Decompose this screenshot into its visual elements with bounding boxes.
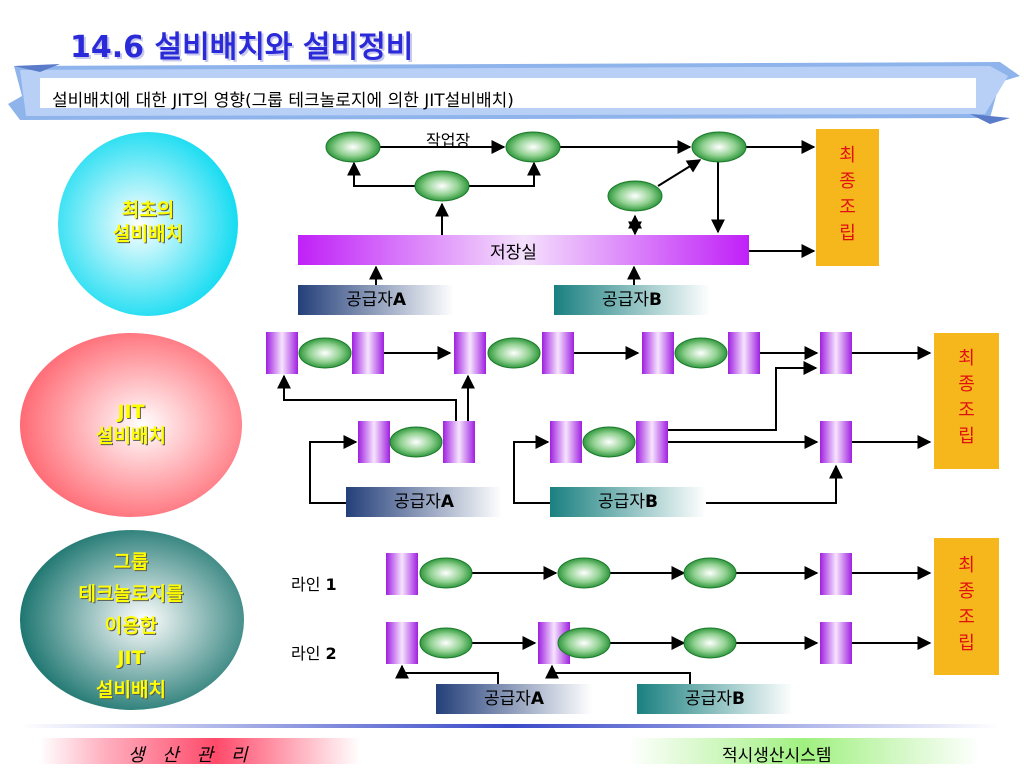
row1-oval-4 <box>414 170 470 202</box>
supplier-b-box-3 <box>637 684 793 714</box>
row1-oval-2 <box>505 131 561 163</box>
row2-oval-4 <box>389 426 443 458</box>
footer-divider <box>20 724 1000 728</box>
footer-left-text: 생 산 관 리 <box>128 745 254 766</box>
line-1-number: 1 <box>325 575 337 594</box>
supplier-a-prefix: 공급자 <box>345 290 393 310</box>
final-assembly-label-1: 최 종 조 립 <box>816 143 879 247</box>
final-assembly-char: 조 <box>958 400 975 421</box>
supplier-a-prefix: 공급자 <box>483 689 531 709</box>
row2-oval-1 <box>298 337 352 369</box>
supplier-b-prefix: 공급자 <box>685 689 732 709</box>
circle-label-line: 설비배치 <box>96 679 166 701</box>
workshop-label: 작업장 <box>426 131 471 150</box>
page-subtitle: 설비배치에 대한 JIT의 영향(그룹 테크놀로지에 의한 JIT설비배치) <box>52 91 514 111</box>
line-2-label: 라인 2 <box>291 640 337 664</box>
footer-right-band <box>628 738 980 764</box>
row2-machines <box>266 332 852 463</box>
row1-oval-3 <box>691 131 747 163</box>
circle-label-line: 그룹 <box>113 551 149 573</box>
circle-label-line: 테크놀로지를 <box>78 583 184 605</box>
row1-oval-1 <box>325 131 381 163</box>
header-band <box>8 62 1020 124</box>
supplier-b-suffix: B <box>731 689 745 709</box>
storage-label: 저장실 <box>490 243 537 263</box>
supplier-b-box-2 <box>550 487 706 517</box>
row3-oval-5 <box>557 627 611 659</box>
row3-oval-3 <box>683 557 737 589</box>
line-1-label: 라인 1 <box>291 571 337 595</box>
supplier-a-box-1 <box>298 285 454 315</box>
supplier-a-label-3: 공급자A <box>436 685 592 713</box>
circle-gt-jit-layout <box>20 530 244 710</box>
row3-arrows <box>395 566 932 684</box>
final-assembly-char: 립 <box>839 223 856 244</box>
row2-oval-5 <box>582 426 636 458</box>
supplier-b-label-2: 공급자B <box>550 488 706 516</box>
final-assembly-char: 립 <box>958 633 975 654</box>
line-2-prefix: 라인 <box>291 644 326 663</box>
supplier-b-suffix: B <box>644 492 658 512</box>
circle-initial-layout <box>58 132 238 316</box>
line-2-number: 2 <box>325 644 337 663</box>
circle-label-line: 최초의 <box>121 199 175 221</box>
supplier-b-box-1 <box>554 285 710 315</box>
row1-arrows <box>347 140 816 285</box>
circle-label-jit: JIT 설비배치 <box>40 400 222 448</box>
supplier-b-suffix: B <box>648 290 662 310</box>
supplier-b-prefix: 공급자 <box>598 492 645 512</box>
final-assembly-char: 조 <box>839 197 856 218</box>
final-assembly-box-2 <box>934 333 999 469</box>
supplier-a-suffix: A <box>440 492 455 512</box>
final-assembly-char: 최 <box>839 145 856 166</box>
circle-label-gt-jit: 그룹 테크놀로지를 이용한 JIT 설비배치 <box>40 546 222 706</box>
supplier-a-prefix: 공급자 <box>393 492 441 512</box>
row3-oval-6 <box>683 627 737 659</box>
circle-label-line: 설비배치 <box>113 223 183 245</box>
final-assembly-char: 종 <box>839 171 856 192</box>
supplier-a-suffix: A <box>392 290 407 310</box>
final-assembly-box-1 <box>816 129 879 266</box>
circle-jit-layout <box>20 333 242 517</box>
footer-right-text: 적시생산시스템 <box>722 746 832 766</box>
final-assembly-char: 종 <box>958 374 975 395</box>
supplier-b-label-3: 공급자B <box>637 685 793 713</box>
page-title: 14.6 설비배치와 설비정비 <box>70 30 414 65</box>
circle-label-line: 이용한 <box>104 615 158 637</box>
supplier-a-label-1: 공급자A <box>298 286 454 314</box>
circle-label-line: JIT <box>117 647 145 669</box>
circle-label-line: 설비배치 <box>96 425 166 447</box>
supplier-a-suffix: A <box>530 689 545 709</box>
row3-oval-1 <box>419 557 473 589</box>
row2-oval-2 <box>487 337 541 369</box>
footer-left-band <box>40 738 360 764</box>
circle-label-line: JIT <box>117 401 145 423</box>
row2-arrows <box>277 346 932 504</box>
supplier-b-prefix: 공급자 <box>602 290 649 310</box>
line-1-prefix: 라인 <box>291 575 326 594</box>
supplier-a-label-2: 공급자A <box>346 488 502 516</box>
final-assembly-label-2: 최 종 조 립 <box>934 346 999 450</box>
row1-oval-5 <box>607 180 663 212</box>
final-assembly-box-3 <box>934 538 999 675</box>
row3-oval-4 <box>419 627 473 659</box>
final-assembly-char: 립 <box>958 426 975 447</box>
final-assembly-char: 최 <box>958 348 975 369</box>
final-assembly-char: 조 <box>958 607 975 628</box>
final-assembly-char: 최 <box>958 555 975 576</box>
final-assembly-label-3: 최 종 조 립 <box>934 553 999 657</box>
supplier-a-box-2 <box>346 487 502 517</box>
row3-oval-2 <box>557 557 611 589</box>
storage-bar <box>298 235 749 265</box>
circle-label-initial: 최초의 설비배치 <box>58 198 238 246</box>
supplier-b-label-1: 공급자B <box>554 286 710 314</box>
row2-oval-3 <box>674 337 728 369</box>
final-assembly-char: 종 <box>958 581 975 602</box>
supplier-a-box-3 <box>436 684 592 714</box>
